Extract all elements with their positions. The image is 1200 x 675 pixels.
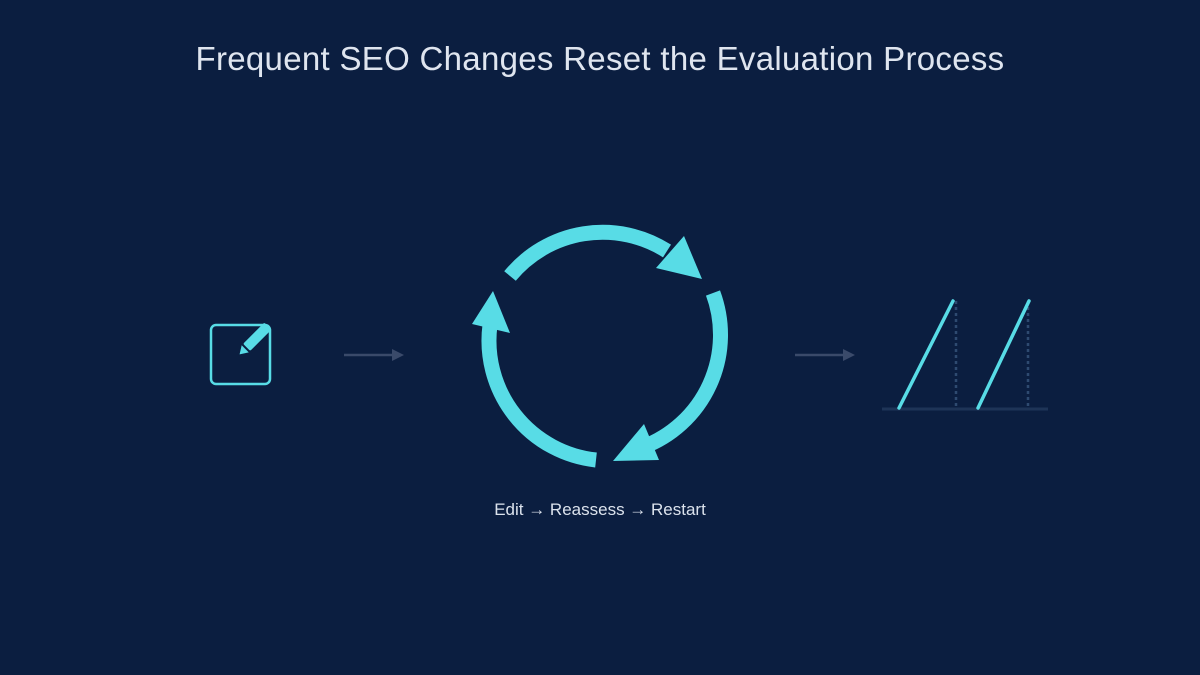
- page-title: Frequent SEO Changes Reset the Evaluatio…: [195, 40, 1005, 77]
- connector-arrow-right: [795, 349, 855, 361]
- cycle-caption: Edit → Reassess → Restart: [494, 500, 706, 519]
- connector-arrow-left: [344, 349, 404, 361]
- edit-square-icon: [209, 323, 272, 386]
- cycle-arrowheads: [472, 236, 702, 461]
- refresh-cycle-icon: [481, 224, 728, 468]
- reset-trend-chart-icon: [882, 299, 1048, 411]
